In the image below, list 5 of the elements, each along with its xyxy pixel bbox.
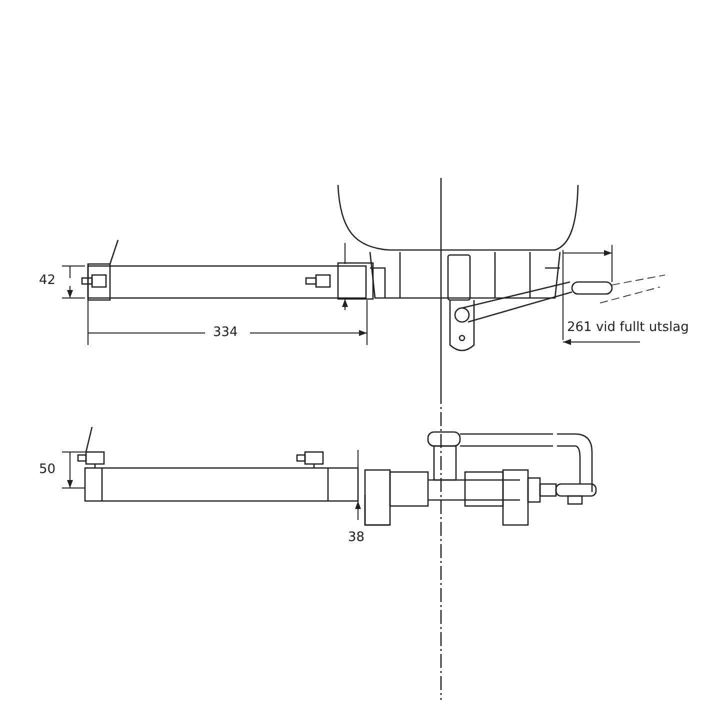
dimension-label: 261 vid fullt utslag [567,320,689,336]
dimension-label: 334 [213,325,238,341]
dimension-label: 42 [39,273,56,289]
dimension-label: 38 [348,530,365,546]
dimension-label: 50 [39,462,56,478]
